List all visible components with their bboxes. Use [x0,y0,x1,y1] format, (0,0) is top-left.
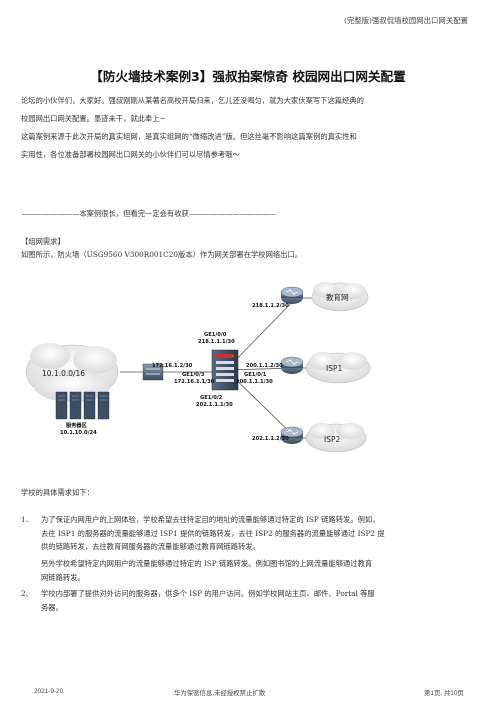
edu-router-icon [280,286,304,304]
edu-cloud: 教育网 [311,282,369,312]
item-2-line-1: 学校内部署了提供对外访问的服务器，供多个 ISP 的用户访问。例如学校网站主页、… [41,589,375,598]
item-1-line-2: 去往 ISP1 的服务器的流量能够通过 ISP1 提供的链路转发，去往 ISP2… [41,528,385,538]
requirements-heading: 【组网需求】 [21,237,65,246]
needs-item-2: 2、 学校内部署了提供对外访问的服务器，供多个 ISP 的用户访问。例如学校网站… [21,587,479,614]
isp2-label: ISP2 [324,435,340,444]
firewall-icon [211,349,239,391]
lan-router-icon [142,363,164,381]
footer-date: 2021-9-20 [34,688,64,695]
intro-paragraph: 论坛的小伙伴们，大家好。强叔刚刚从某著名高校开局归来，乞儿还没喝匀，就为大家伏案… [21,92,479,164]
isp1-label: ISP1 [326,364,342,373]
intro-line-2: 校园网出口网关配置。墨迹未干，就此奉上~ [21,114,166,123]
needs-item-1b: 另外学校希望特定内网用户的流量能够通过特定的 ISP 链路转发。例如图书馆的上网… [21,557,479,584]
item-2-number: 2、 [21,589,33,598]
lan-subnet-label: 10.1.0.0/16 [42,369,85,378]
item-1b-line-2: 网链路转发。 [41,572,85,582]
ge101-ip-label: 200.1.1.1/30 [236,379,273,385]
ge103-ip-label: 172.16.1.1/30 [174,379,215,385]
lan-router-ip-label: 172.16.1.2/30 [152,363,193,369]
ge103-name-label: GE1/0/3 [182,372,205,378]
item-1-number: 1、 [21,515,33,524]
isp2-router-icon [280,426,304,444]
item-1-line-3: 供的链路转发，去往教育网服务器的流量能够通过教育网链路转发。 [41,542,260,551]
ge102-ip-label: 202.1.1.1/30 [196,402,233,408]
ge100-ip-label: 218.1.1.1/30 [198,339,235,345]
requirements-text: 如图所示，防火墙（USG9560 V300R001C20版本）作为网关部署在学校… [21,250,303,259]
item-2-line-2: 务器。 [41,602,63,612]
server-subnet-label: 10.1.10.0/24 [60,430,97,436]
document-header: (完整版)强叔侃墙校园网出口网关配置 [343,16,468,25]
edu-router-ip-label: 218.1.1.2/30 [252,303,289,309]
footer-notice: 华为保密信息,未经授权禁止扩散 [174,690,266,697]
isp2-cloud: ISP2 [305,423,367,453]
intro-line-3: 这篇案例来源于此次开局的真实组网，是真实组网的“微缩改进”版。但这丝毫不影响这篇… [21,132,357,141]
footer-page-number: 第1页, 共10页 [424,690,464,697]
ge100-name-label: GE1/0/0 [204,332,227,338]
divider-text: ————————本案例很长，但看完一定会有收获———————————— [21,209,277,218]
edu-net-label: 教育网 [326,292,349,302]
server-cluster-icon [55,391,110,420]
intro-line-1: 论坛的小伙伴们，大家好。强叔刚刚从某著名高校开局归来，乞儿还没喝匀，就为大家伏案… [21,96,364,105]
server-zone-label: 服务器区 [66,421,88,429]
isp2-router-ip-label: 202.1.1.2/30 [252,436,289,442]
needs-item-1: 1、 为了保证内网用户的上网体验，学校希望去往特定目的地址的流量能够通过特定的 … [21,513,479,554]
item-1-line-1: 为了保证内网用户的上网体验，学校希望去往特定目的地址的流量能够通过特定的 ISP… [41,515,380,524]
isp1-cloud: ISP1 [305,352,371,384]
needs-intro: 学校的具体需求如下： [21,488,94,497]
isp1-router-ip-label: 200.1.1.2/30 [246,363,283,369]
page-title: 【防火墙技术案例3】强叔拍案惊奇 校园网出口网关配置 [90,69,406,84]
item-1b-line-1: 另外学校希望特定内网用户的流量能够通过特定的 ISP 链路转发。例如图书馆的上网… [41,559,373,568]
intro-line-4: 实用性，各位准备部署校园网出口网关的小伙伴们可以尽情参考哦～ [21,150,240,159]
isp1-router-icon [280,356,304,374]
ge102-name-label: GE1/0/2 [200,395,223,401]
ge101-name-label: GE1/0/1 [244,372,267,378]
